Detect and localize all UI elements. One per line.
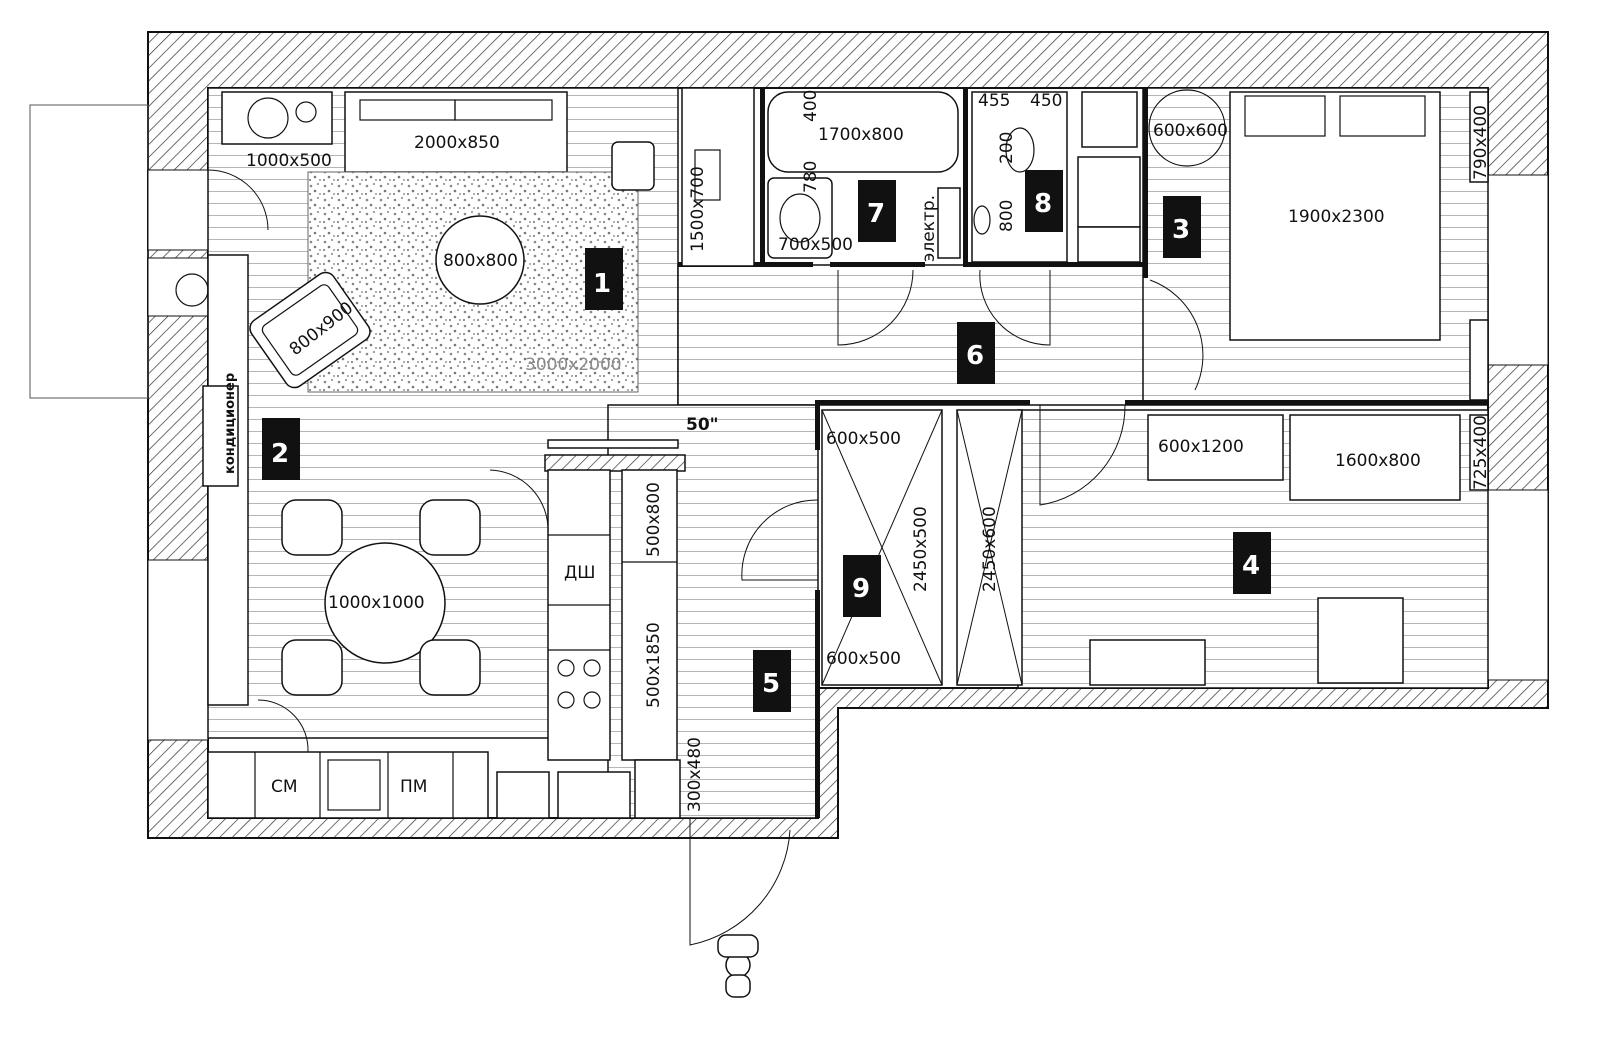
closet-wardrobe-1-dimension: 2450x500	[911, 506, 931, 592]
living-room-furniture	[221, 87, 755, 393]
kids-room-furniture	[1089, 414, 1489, 686]
kids-bed-2-dimension: 1600x800	[1335, 451, 1421, 471]
person-icon	[717, 934, 759, 998]
bathtub-dimension: 1700x800	[818, 125, 904, 145]
room-number-3: 3	[1172, 215, 1190, 245]
closet-furniture	[821, 409, 1023, 686]
bath-sink-dimension: 700x500	[778, 235, 853, 255]
wc-800-dimension: 800	[997, 200, 1017, 232]
wc-450-dimension: 450	[1030, 91, 1062, 111]
closet-wardrobe-2-dimension: 2450x600	[980, 506, 1000, 592]
bed-dimension: 1900x2300	[1288, 207, 1385, 227]
window-left-mid	[147, 257, 209, 317]
interior-walls	[544, 88, 1488, 818]
balcony	[29, 104, 149, 399]
toilet-furniture	[971, 91, 1141, 263]
window-left-top	[147, 169, 209, 251]
dishwasher-2-label: ПМ	[400, 777, 427, 797]
closet-top-dimension: 600x500	[826, 429, 901, 449]
kids-wardrobe-dimension: 725x400	[1471, 415, 1491, 490]
bathtub-400-dimension: 400	[801, 90, 821, 122]
plant-stand-dimension: 1000x500	[246, 151, 332, 171]
window-left-bottom	[147, 559, 209, 741]
closet-bottom-dimension: 600x500	[826, 649, 901, 669]
bathroom-furniture	[767, 91, 961, 259]
room-number-8: 8	[1034, 189, 1052, 219]
room-number-2: 2	[271, 439, 289, 469]
kids-bed-dimension: 600x1200	[1158, 437, 1244, 457]
bathtub-780-dimension: 780	[801, 161, 821, 193]
room-number-1: 1	[593, 269, 611, 299]
doors	[207, 169, 1204, 946]
kitchen-col-3-dimension: 300x480	[685, 737, 705, 812]
room-number-5: 5	[762, 669, 780, 699]
bedroom-wardrobe-dimension: 790x400	[1471, 105, 1491, 180]
room-number-4: 4	[1242, 551, 1260, 581]
air-conditioner-label: кондиционер	[223, 373, 238, 474]
bedroom-furniture	[1148, 89, 1489, 401]
dishwasher-label: ДШ	[564, 563, 595, 583]
window-right-top	[1487, 174, 1549, 366]
tv-size-label: 50"	[686, 415, 719, 435]
room-number-7: 7	[867, 199, 885, 229]
room-number-badges: 1 2 3 4 5 6 7 8 9	[262, 170, 1271, 712]
dining-kitchen-furniture	[175, 254, 681, 819]
kitchen-col-2-dimension: 500x1850	[644, 622, 664, 708]
coffee-table-dimension: 800x800	[443, 251, 518, 271]
washing-machine-label: СМ	[271, 777, 298, 797]
window-right-bottom	[1487, 489, 1549, 681]
rug-dimension: 3000x2000	[525, 355, 622, 375]
wc-200-dimension: 200	[997, 132, 1017, 164]
desk-dimension: 1500x700	[688, 166, 708, 252]
room-number-6: 6	[966, 341, 984, 371]
nightstand-dimension: 600x600	[1153, 121, 1228, 141]
electric-label: электр.	[919, 195, 939, 262]
kitchen-col-1-dimension: 500x800	[644, 482, 664, 557]
room-number-9: 9	[852, 574, 870, 604]
wc-455-dimension: 455	[978, 91, 1010, 111]
sofa-dimension: 2000x850	[414, 133, 500, 153]
dining-table-dimension: 1000x1000	[328, 593, 425, 613]
